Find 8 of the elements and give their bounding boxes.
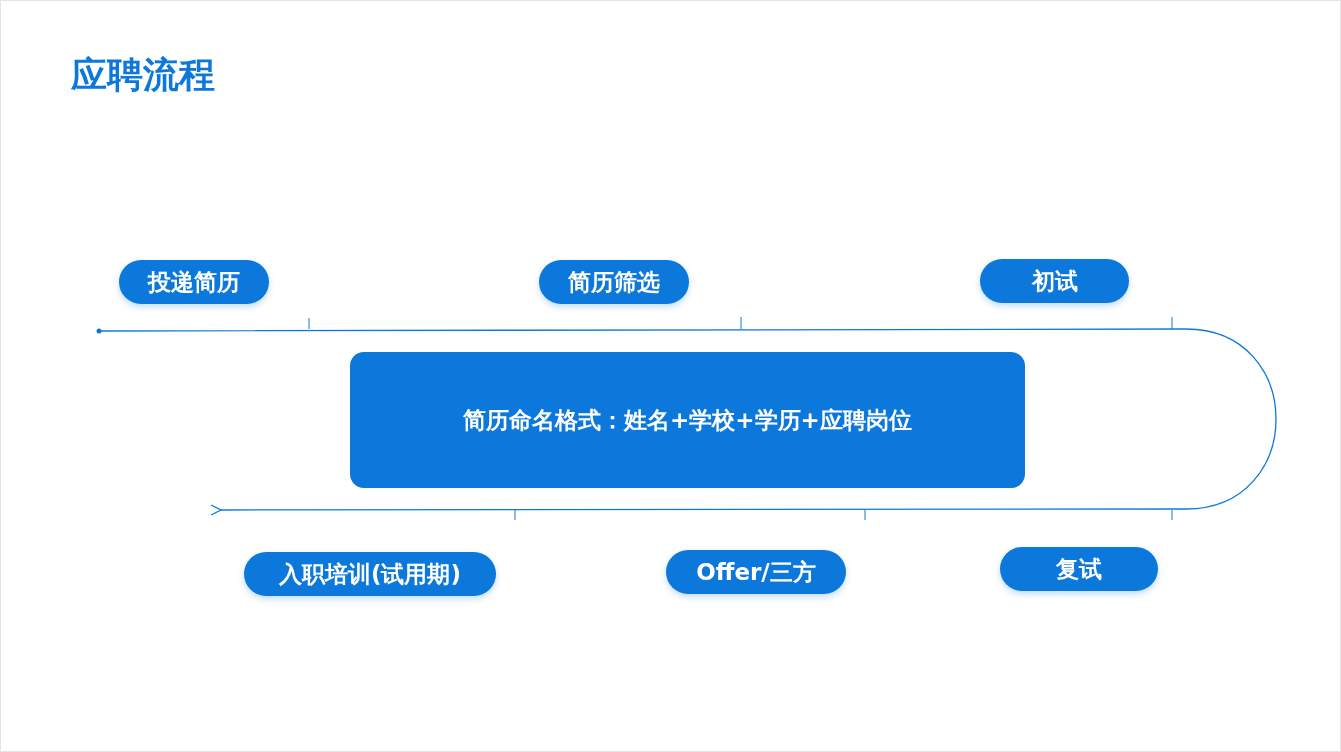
stage-pill: 简历筛选 — [539, 260, 689, 304]
stage-pill: 投递简历 — [119, 260, 269, 304]
stage-pill: Offer/三方 — [666, 550, 846, 594]
stage-pill: 入职培训(试用期) — [244, 552, 496, 596]
stage-pill: 初试 — [980, 259, 1129, 303]
title: 应聘流程 — [71, 53, 215, 97]
stage-pill: 复试 — [1000, 547, 1158, 591]
info-panel: 简历命名格式：姓名+学校+学历+应聘岗位 — [350, 352, 1025, 488]
